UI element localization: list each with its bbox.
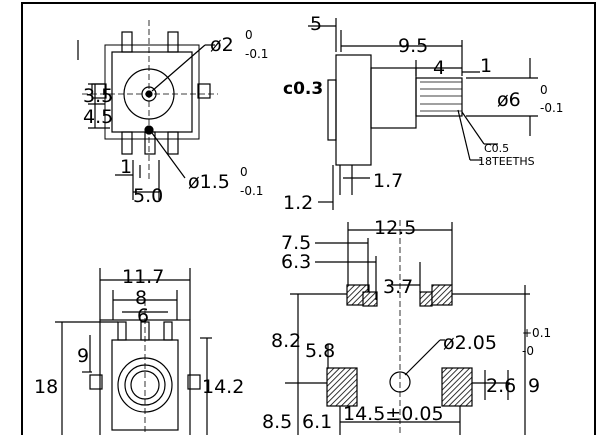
front-dim-5-0: 5.0	[133, 185, 163, 207]
side-shaft-diameter: ø6	[497, 89, 521, 111]
front-hole-tol-hi: 0	[245, 28, 253, 42]
bottom-dim-14-2: 14.2	[202, 376, 244, 398]
side-dim-1-2: 1.2	[283, 192, 313, 214]
side-dim-4: 4	[433, 57, 445, 79]
pcb-dim-8-5: 8.5	[262, 411, 292, 433]
drawing-border	[21, 2, 596, 435]
front-pin-tol-lo: -0.1	[240, 184, 263, 198]
pcb-layout	[285, 220, 530, 435]
pcb-dim-8-2: 8.2	[271, 330, 301, 352]
side-view	[308, 18, 538, 210]
side-dim-5: 5	[310, 13, 322, 35]
pcb-dim-3-7: 3.7	[383, 276, 413, 298]
pcb-dim-7-5: 7.5	[281, 232, 311, 254]
pcb-dim-14-5: 14.5±0.05	[343, 403, 444, 425]
bottom-dim-11-7: 11.7	[122, 266, 164, 288]
side-teeth-note: 18TEETHS	[478, 155, 535, 168]
side-dim-1-7: 1.7	[373, 170, 403, 192]
pcb-dim-2-6: 2.6	[486, 375, 516, 397]
front-view	[77, 20, 218, 200]
front-dim-3-5: 3.5	[83, 85, 113, 107]
side-dim-9-5: 9.5	[398, 35, 428, 57]
bottom-dim-8: 8	[135, 287, 147, 309]
side-shaft-tol-hi: 0	[540, 83, 548, 97]
side-chamfer-c0-5: C0.5	[484, 142, 509, 155]
front-dim-4-5: 4.5	[83, 106, 113, 128]
front-pin-tol-hi: 0	[240, 165, 248, 179]
bottom-dim-18: 18	[34, 376, 58, 398]
pcb-hole-diameter: ø2.05	[443, 332, 497, 354]
front-hole-tol-lo: -0.1	[245, 47, 268, 61]
side-shaft-tol-lo: -0.1	[540, 101, 563, 115]
pcb-hole-tol-hi: +0.1	[522, 326, 551, 340]
pcb-dim-12-5: 12.5	[374, 217, 416, 239]
bottom-dim-6: 6	[137, 305, 149, 327]
side-chamfer-c0-3: c0.3	[283, 79, 323, 99]
front-dim-1: 1	[120, 156, 132, 178]
side-dim-1: 1	[480, 55, 492, 77]
bottom-view	[55, 268, 212, 435]
front-hole-diameter: ø2	[210, 34, 234, 56]
pcb-dim-6-1: 6.1	[302, 411, 332, 433]
pcb-hole-tol-lo: -0	[522, 344, 534, 358]
bottom-dim-9: 9	[77, 345, 89, 367]
pcb-dim-9: 9	[528, 375, 540, 397]
pcb-dim-5-8: 5.8	[305, 340, 335, 362]
pcb-dim-6-3: 6.3	[281, 251, 311, 273]
front-pin-diameter: ø1.5	[188, 171, 230, 193]
